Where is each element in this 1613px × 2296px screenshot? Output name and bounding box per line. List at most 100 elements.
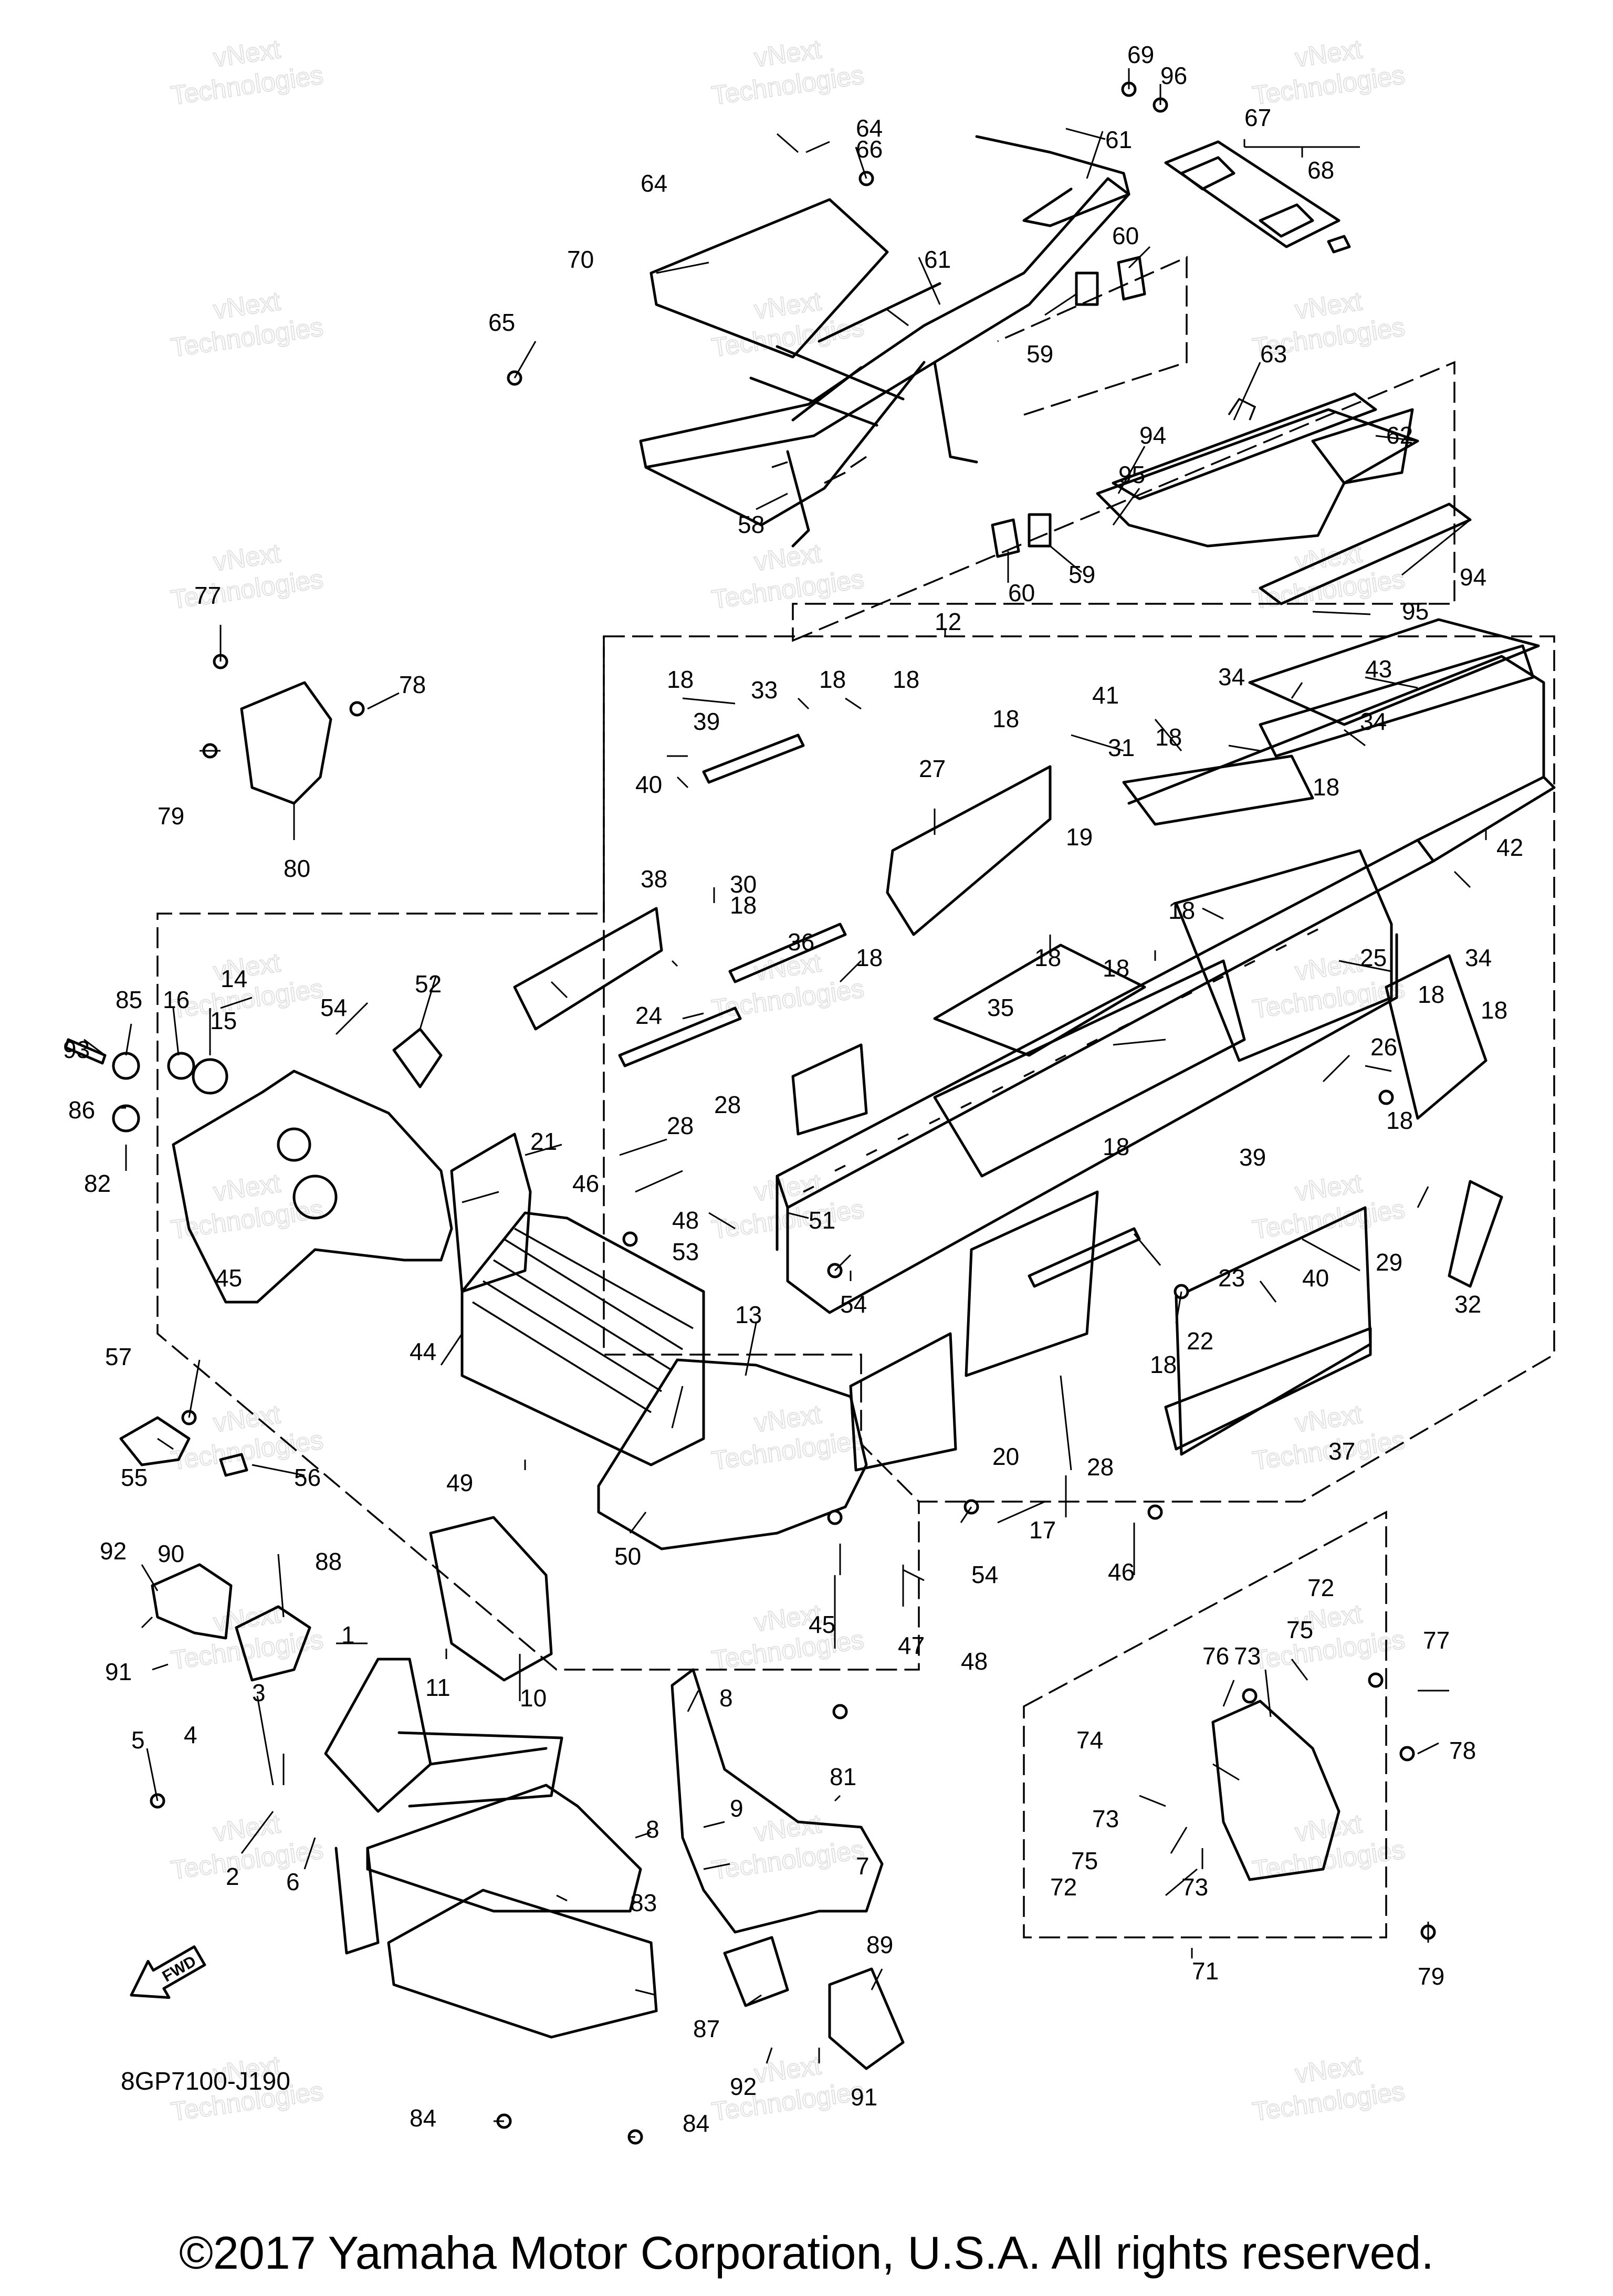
callout-68: 68 — [1307, 156, 1334, 184]
callout-6: 6 — [286, 1868, 300, 1895]
callout-76: 76 — [1202, 1642, 1229, 1670]
callout-5: 5 — [131, 1726, 145, 1754]
rear-frame — [639, 135, 1130, 548]
plate-88 — [235, 1605, 311, 1682]
callout-79: 79 — [158, 802, 184, 830]
callout-45: 45 — [809, 1611, 835, 1638]
strip-32 — [1448, 1180, 1503, 1288]
plate-87 — [723, 1936, 789, 2007]
boundary-group-62 — [792, 361, 1455, 642]
boundary-group-71 — [1023, 1511, 1387, 1938]
callout-61: 61 — [924, 246, 951, 273]
callout-9: 9 — [730, 1795, 743, 1822]
callout-77: 77 — [194, 582, 221, 609]
callout-95: 95 — [1402, 597, 1429, 625]
callout-43: 43 — [1365, 655, 1392, 683]
front-frame-1 — [324, 1658, 642, 1955]
seal-85 — [112, 1052, 140, 1080]
callout-37: 37 — [1328, 1438, 1355, 1465]
callout-11: 11 — [425, 1674, 451, 1701]
callout-51: 51 — [809, 1207, 835, 1234]
plate-43 — [1259, 644, 1535, 758]
callout-22: 22 — [1187, 1327, 1213, 1355]
callout-45: 45 — [215, 1264, 242, 1292]
crank-case-cover — [172, 1070, 453, 1304]
callout-60: 60 — [1008, 579, 1035, 606]
callout-36: 36 — [788, 928, 814, 956]
callouts: 69 96 67 68 61 64 66 64 60 70 61 59 63 6… — [63, 41, 1523, 2137]
callout-19: 19 — [1066, 823, 1093, 851]
callout-91: 91 — [851, 2083, 877, 2111]
callout-80: 80 — [284, 855, 310, 882]
callout-18: 18 — [667, 666, 694, 693]
callout-18: 18 — [1418, 981, 1444, 1008]
callout-94: 94 — [1460, 563, 1486, 591]
callout-78: 78 — [1449, 1737, 1476, 1764]
part-drawings — [64, 81, 1556, 2145]
plate-89 — [828, 1967, 905, 2070]
callout-30: 30 — [730, 871, 757, 898]
callout-44: 44 — [410, 1338, 436, 1365]
callout-54: 54 — [840, 1291, 867, 1318]
bracket-21 — [450, 1133, 532, 1293]
callout-72: 72 — [1050, 1873, 1077, 1901]
callout-65: 65 — [488, 309, 515, 336]
callout-61: 61 — [1105, 126, 1132, 153]
clip-60 — [991, 518, 1020, 558]
callout-18: 18 — [1481, 997, 1507, 1024]
callout-31: 31 — [1108, 734, 1135, 761]
callout-69: 69 — [1127, 41, 1154, 68]
callout-85: 85 — [116, 986, 142, 1013]
callout-57: 57 — [105, 1343, 132, 1370]
seal-86 — [112, 1104, 140, 1133]
fasteners — [150, 81, 1436, 2145]
callout-46: 46 — [572, 1170, 599, 1197]
callout-90: 90 — [158, 1540, 184, 1567]
callout-34: 34 — [1360, 708, 1387, 735]
bracket-80 — [240, 681, 332, 805]
callout-66: 66 — [856, 135, 883, 163]
callout-42: 42 — [1496, 834, 1523, 861]
callout-83: 83 — [630, 1889, 657, 1916]
boundary-group-67 — [997, 256, 1188, 416]
callout-18: 18 — [730, 892, 757, 919]
callout-15: 15 — [210, 1007, 237, 1034]
callout-59: 59 — [1027, 340, 1053, 368]
callout-53: 53 — [672, 1238, 699, 1265]
callout-74: 74 — [1076, 1726, 1103, 1754]
callout-71: 71 — [1192, 1957, 1219, 1985]
strip-33 — [702, 733, 805, 784]
callout-55: 55 — [121, 1464, 148, 1491]
callout-48: 48 — [672, 1207, 699, 1234]
damper-59 — [1075, 271, 1099, 306]
callout-40: 40 — [1302, 1264, 1329, 1292]
pin-93 — [64, 1038, 107, 1065]
bracket-55 — [119, 1416, 191, 1466]
bracket-20 — [849, 1332, 957, 1472]
callout-58: 58 — [738, 511, 764, 538]
callout-78: 78 — [399, 671, 426, 698]
callout-24: 24 — [635, 1002, 662, 1029]
callout-4: 4 — [184, 1721, 197, 1748]
callout-8: 8 — [719, 1684, 733, 1712]
callout-70: 70 — [567, 246, 594, 273]
bearing-15 — [192, 1058, 228, 1095]
callout-39: 39 — [693, 708, 720, 735]
callout-95: 95 — [1118, 461, 1145, 488]
callout-79: 79 — [1418, 1963, 1444, 1990]
callout-33: 33 — [751, 676, 778, 704]
callout-26: 26 — [1370, 1033, 1397, 1061]
plate-10 — [429, 1516, 553, 1682]
strip-36 — [728, 922, 847, 983]
callout-18: 18 — [1386, 1107, 1413, 1134]
callout-17: 17 — [1029, 1516, 1056, 1544]
callout-64: 64 — [641, 170, 667, 197]
